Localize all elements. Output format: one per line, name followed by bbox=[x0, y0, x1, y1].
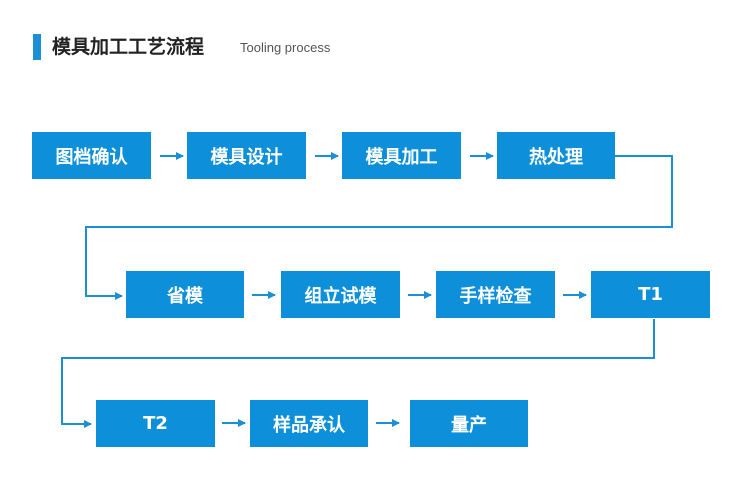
step-sample-approval: 样品承认 bbox=[250, 400, 368, 447]
step-t1: T1 bbox=[591, 271, 710, 318]
step-mass-production: 量产 bbox=[410, 400, 528, 447]
connector-8-9 bbox=[61, 319, 655, 428]
connector-4-5 bbox=[85, 155, 673, 300]
title-accent-bar bbox=[33, 34, 41, 60]
step-assembly-trial: 组立试模 bbox=[281, 271, 400, 318]
page-subtitle: Tooling process bbox=[240, 40, 331, 55]
step-t2: T2 bbox=[96, 400, 215, 447]
step-mold-design: 模具设计 bbox=[187, 132, 306, 179]
step-heat-treatment: 热处理 bbox=[497, 132, 615, 179]
step-mold-machining: 模具加工 bbox=[342, 132, 461, 179]
step-mold-polishing: 省模 bbox=[126, 271, 244, 318]
page-title: 模具加工工艺流程 bbox=[52, 36, 205, 58]
step-drawing-confirm: 图档确认 bbox=[32, 132, 151, 179]
step-sample-inspection: 手样检查 bbox=[436, 271, 555, 318]
